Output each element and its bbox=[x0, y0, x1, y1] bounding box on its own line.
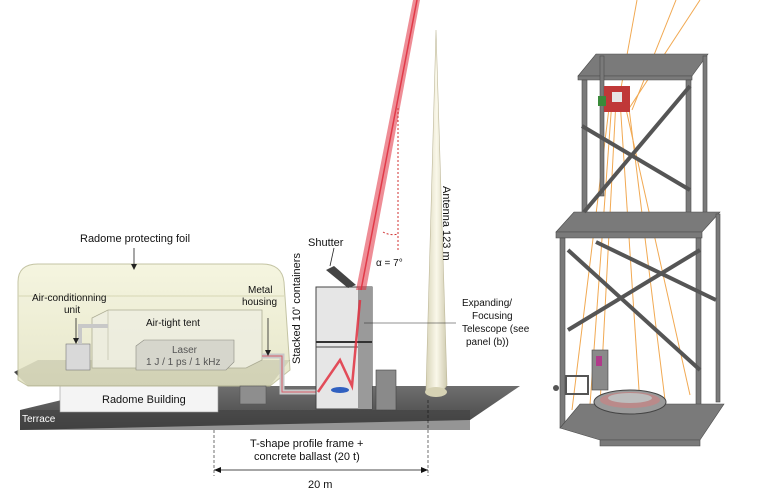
leader-foil-arrow bbox=[131, 264, 137, 270]
label-metal-1: Metal bbox=[248, 285, 272, 296]
container-upper-side bbox=[358, 287, 372, 347]
container-lower-side bbox=[358, 347, 372, 409]
panel-b bbox=[546, 0, 768, 456]
beam-duct-red bbox=[262, 355, 316, 393]
leader-metal-arrow bbox=[265, 350, 271, 356]
label-laser-1: Laser bbox=[172, 345, 198, 356]
label-shutter: Shutter bbox=[308, 237, 344, 249]
label-angle: α = 7° bbox=[376, 258, 403, 269]
label-aircon-1: Air-conditionning bbox=[32, 293, 107, 304]
label-telescope-3: Telescope (see bbox=[462, 324, 530, 335]
aircon-duct bbox=[78, 324, 108, 344]
label-antenna: Antenna 123 m bbox=[440, 186, 452, 261]
angle-arc bbox=[382, 231, 399, 236]
diagonal-braces bbox=[566, 84, 717, 372]
leader-aircon-arrow bbox=[73, 338, 79, 344]
metal-housing bbox=[239, 385, 267, 405]
dim-arrow-left bbox=[214, 467, 221, 473]
bottom-frame bbox=[559, 403, 725, 447]
radome-building-block bbox=[59, 385, 219, 413]
panel-a: Radome protecting foil Shutter Air-condi… bbox=[14, 0, 530, 491]
dim-arrow-right bbox=[421, 467, 428, 473]
label-radome-foil: Radome protecting foil bbox=[80, 233, 190, 245]
beam-spot bbox=[331, 387, 349, 393]
lower-mount bbox=[553, 349, 609, 395]
internal-beam bbox=[316, 299, 362, 393]
label-laser-2: 1 J / 1 ps / 1 kHz bbox=[146, 357, 220, 368]
label-containers: Stacked 10' containers bbox=[291, 253, 303, 364]
side-cabinet bbox=[375, 369, 397, 411]
laser-box bbox=[135, 339, 235, 371]
aircon-unit bbox=[65, 343, 91, 371]
label-distance: 20 m bbox=[308, 479, 332, 491]
optic-mount bbox=[598, 86, 630, 112]
label-frame-1: T-shape profile frame + bbox=[250, 438, 363, 450]
sky-laser-core bbox=[360, 0, 418, 291]
label-telescope-2: Focusing bbox=[472, 311, 513, 322]
label-frame-2: concrete ballast (20 t) bbox=[254, 451, 360, 463]
label-telescope-4: panel (b)) bbox=[466, 337, 509, 348]
label-tent: Air-tight tent bbox=[146, 318, 200, 329]
terrace-platform-front bbox=[20, 410, 470, 430]
middle-frame bbox=[555, 211, 721, 439]
label-terrace: Terrace bbox=[22, 414, 56, 425]
sky-laser-beam bbox=[356, 0, 420, 290]
label-aircon-2: unit bbox=[64, 305, 80, 316]
antenna-base bbox=[425, 387, 447, 397]
label-radome-building: Radome Building bbox=[102, 394, 186, 406]
label-telescope-1: Expanding/ bbox=[462, 298, 512, 309]
leader-shutter bbox=[329, 247, 335, 267]
shutter-lid bbox=[326, 266, 356, 288]
upper-frame bbox=[577, 53, 709, 237]
label-metal-2: housing bbox=[242, 297, 277, 308]
primary-mirror bbox=[593, 389, 667, 415]
